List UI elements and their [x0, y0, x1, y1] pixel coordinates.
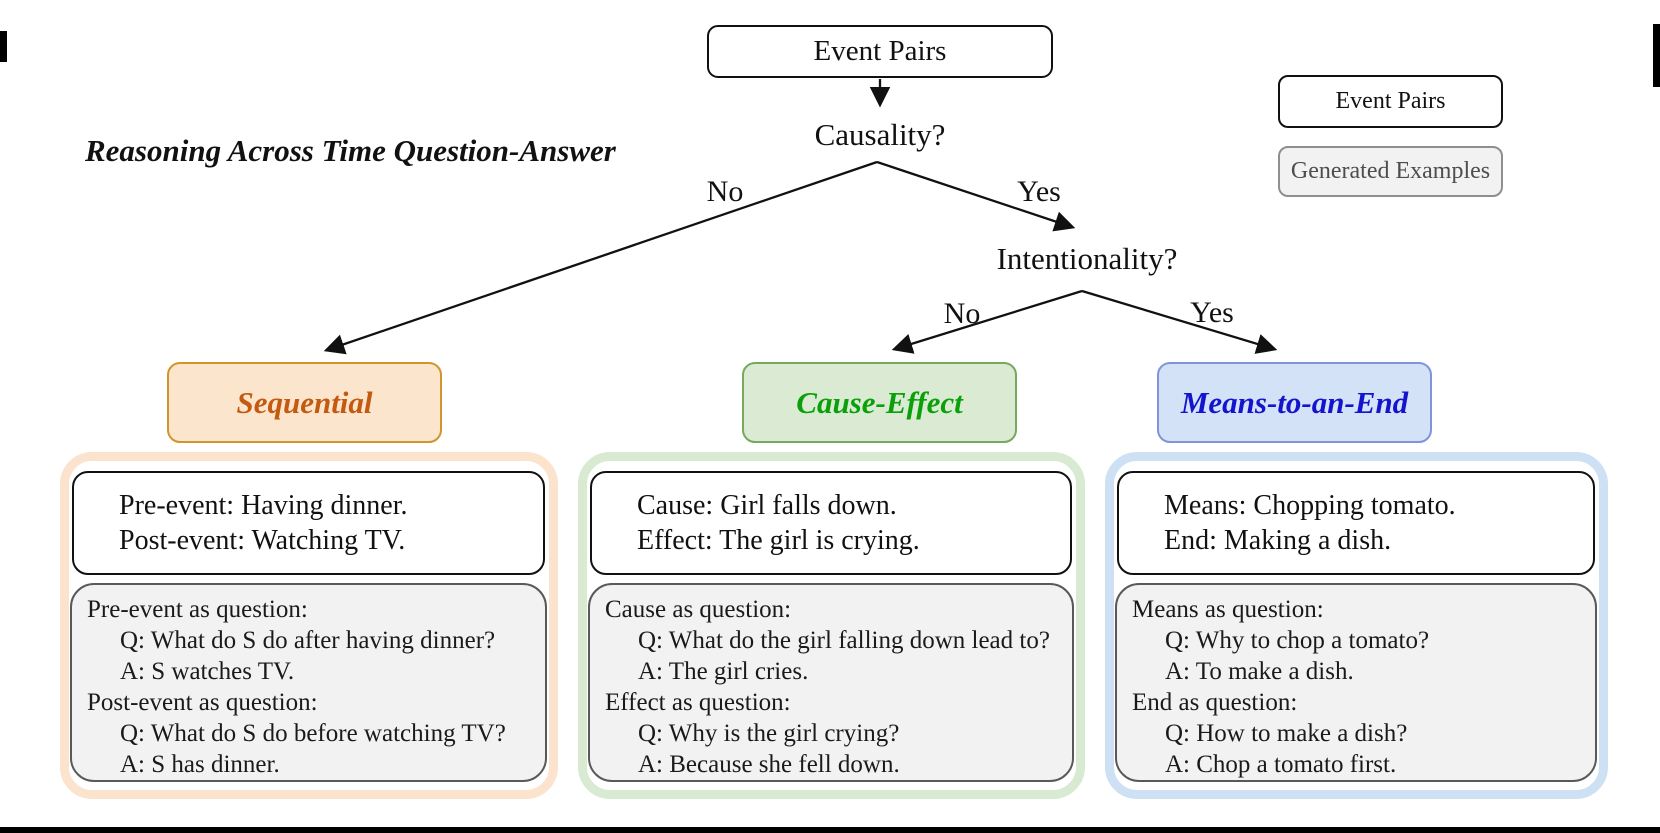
generated-example-box-means: Means as question: Q: Why to chop a toma… — [1115, 583, 1597, 782]
example-line: Q: What do S do before watching TV? — [120, 720, 506, 747]
example-line: Cause as question: — [605, 596, 792, 623]
legend-generated-examples: Generated Examples — [1278, 146, 1503, 197]
category-sequential: Sequential — [167, 362, 442, 443]
event-pair-line: End: Making a dish. — [1164, 525, 1392, 556]
event-pair-line: Pre-event: Having dinner. — [119, 490, 408, 521]
decision-node-causality: Causality? — [814, 117, 946, 152]
root-node-event-pairs: Event Pairs — [707, 25, 1053, 78]
example-line: A: S watches TV. — [120, 658, 295, 685]
event-pair-box-means: Means: Chopping tomato. End: Making a di… — [1117, 471, 1595, 575]
example-line: Pre-event as question: — [87, 596, 308, 623]
generated-example-box-sequential: Pre-event as question: Q: What do S do a… — [70, 583, 547, 782]
example-line: Effect as question: — [605, 689, 791, 716]
example-line: A: To make a dish. — [1165, 658, 1354, 685]
edge-artifact-left — [0, 31, 7, 62]
event-pair-line: Means: Chopping tomato. — [1164, 490, 1456, 521]
example-line: A: The girl cries. — [638, 658, 809, 685]
example-line: End as question: — [1132, 689, 1298, 716]
event-pair-box-cause-effect: Cause: Girl falls down. Effect: The girl… — [590, 471, 1072, 575]
generated-example-box-cause-effect: Cause as question: Q: What do the girl f… — [588, 583, 1074, 782]
edge-intentionality-yes — [1081, 289, 1278, 354]
legend-event-pairs-label: Event Pairs — [1335, 88, 1446, 114]
branch-label-causality-no: No — [706, 175, 744, 208]
category-cause-effect: Cause-Effect — [742, 362, 1017, 443]
event-pair-box-sequential: Pre-event: Having dinner. Post-event: Wa… — [72, 471, 545, 575]
edge-intentionality-no — [891, 289, 1083, 354]
edge-causality-no — [323, 160, 878, 355]
branch-label-causality-yes: Yes — [1017, 175, 1061, 208]
example-line: Q: What do S do after having dinner? — [120, 627, 496, 654]
example-line: Post-event as question: — [87, 689, 318, 716]
legend-event-pairs: Event Pairs — [1278, 75, 1503, 128]
container-means-to-an-end: Means: Chopping tomato. End: Making a di… — [1105, 452, 1608, 799]
edge-artifact-right — [1653, 24, 1660, 87]
container-sequential: Pre-event: Having dinner. Post-event: Wa… — [60, 452, 558, 799]
example-line: A: S has dinner. — [120, 751, 280, 778]
example-line: A: Chop a tomato first. — [1165, 751, 1397, 778]
page-rule — [0, 827, 1660, 833]
legend-generated-examples-label: Generated Examples — [1290, 158, 1491, 184]
example-line: Q: What do the girl falling down lead to… — [638, 627, 1050, 654]
event-pair-line: Post-event: Watching TV. — [119, 525, 406, 556]
branch-label-intentionality-no: No — [943, 297, 981, 330]
event-pair-line: Effect: The girl is crying. — [637, 525, 920, 556]
category-means-to-an-end-label: Means-to-an-End — [1180, 384, 1409, 420]
figure-title: Reasoning Across Time Question-Answer — [85, 133, 616, 168]
category-means-to-an-end: Means-to-an-End — [1157, 362, 1432, 443]
example-line: A: Because she fell down. — [638, 751, 900, 778]
event-pair-line: Cause: Girl falls down. — [637, 490, 897, 521]
example-line: Q: Why is the girl crying? — [638, 720, 900, 747]
example-line: Q: How to make a dish? — [1165, 720, 1408, 747]
example-line: Means as question: — [1132, 596, 1324, 623]
example-line: Q: Why to chop a tomato? — [1165, 627, 1430, 654]
category-sequential-label: Sequential — [236, 384, 373, 420]
container-cause-effect: Cause: Girl falls down. Effect: The girl… — [578, 452, 1085, 799]
decision-node-intentionality: Intentionality? — [996, 241, 1178, 276]
root-node-label: Event Pairs — [813, 35, 947, 67]
category-cause-effect-label: Cause-Effect — [796, 384, 963, 420]
branch-label-intentionality-yes: Yes — [1190, 296, 1234, 329]
